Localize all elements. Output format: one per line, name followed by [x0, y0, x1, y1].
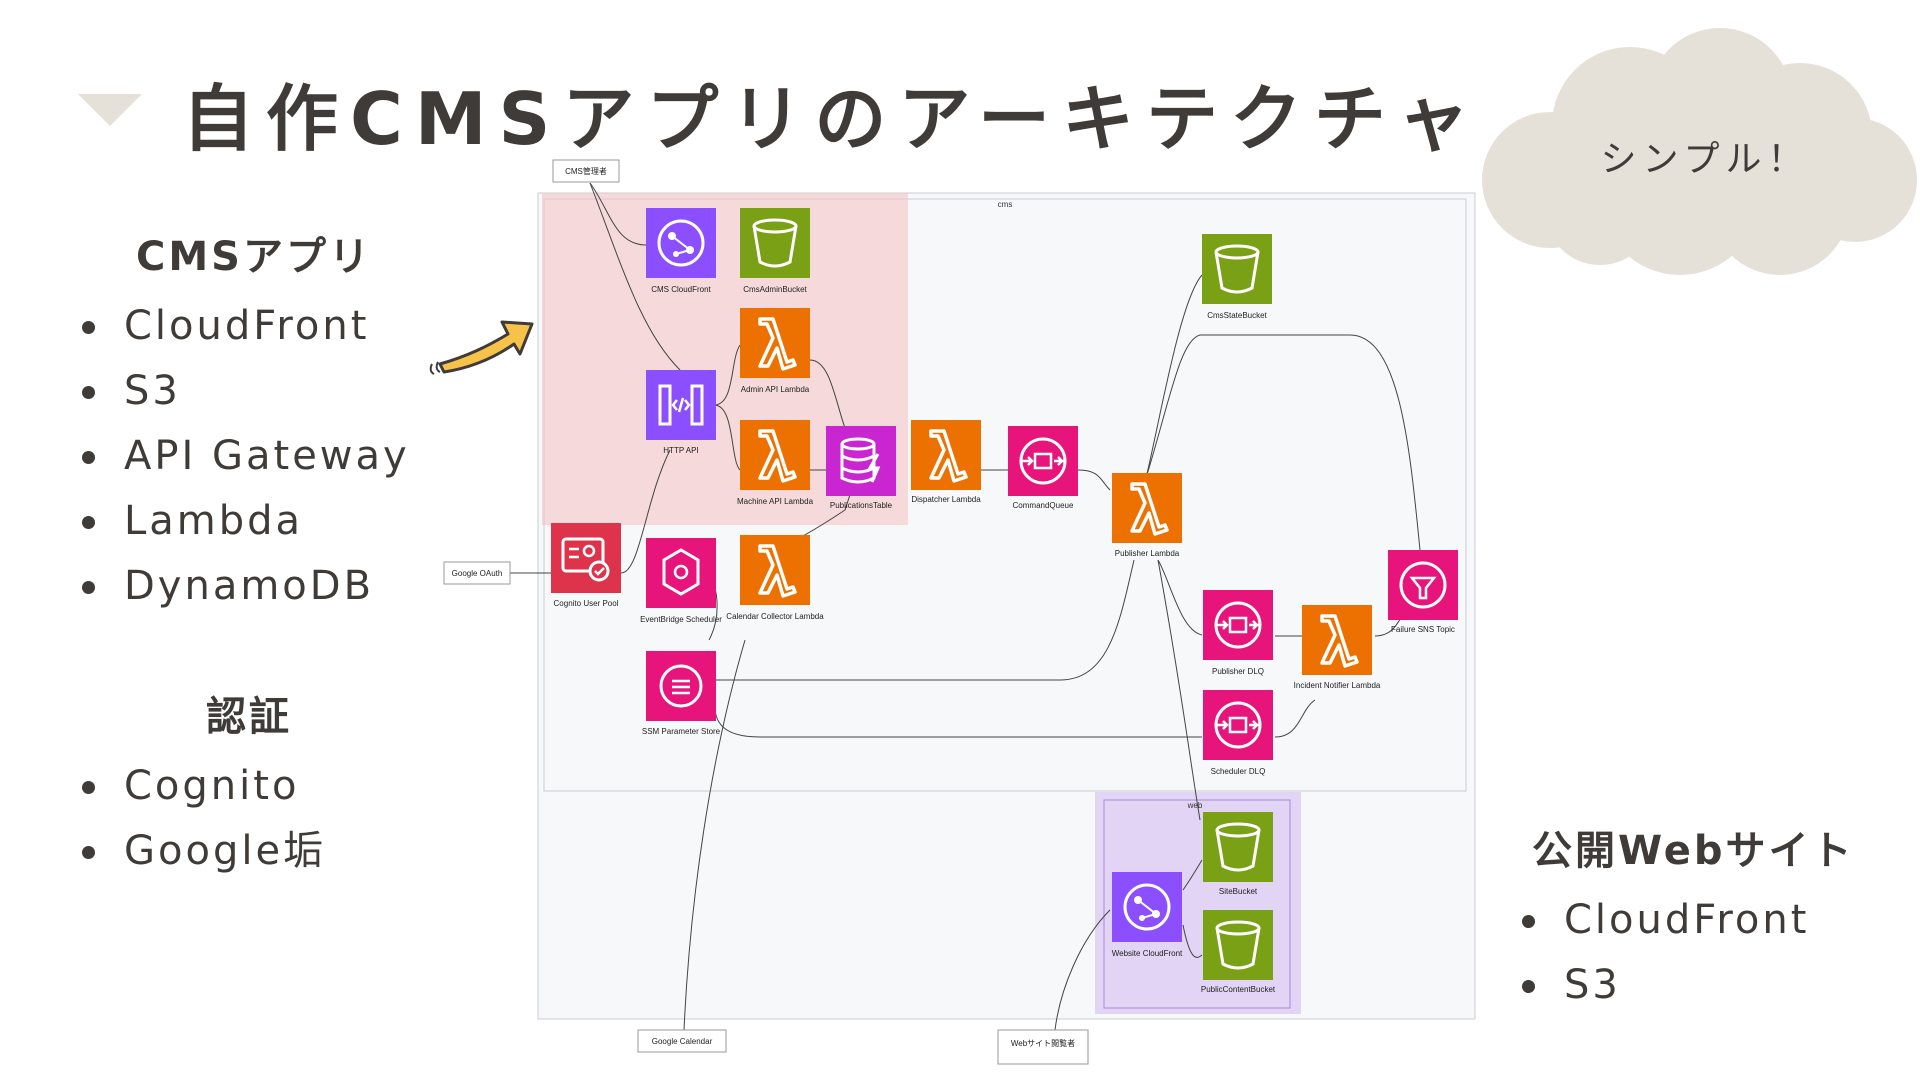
svg-text:Calendar Collector Lambda: Calendar Collector Lambda: [726, 612, 824, 621]
failure-sns-topic-node: Failure SNS Topic: [1388, 550, 1458, 634]
public-web-heading: 公開Webサイト: [1532, 828, 1855, 874]
svg-text:Webサイト閲覧者: Webサイト閲覧者: [1011, 1038, 1075, 1048]
svg-text:Publisher Lambda: Publisher Lambda: [1115, 549, 1180, 558]
svg-text:Machine API Lambda: Machine API Lambda: [737, 497, 814, 506]
auth-panel: 認証 Cognito Google垢: [82, 684, 326, 884]
svg-text:CMS CloudFront: CMS CloudFront: [651, 285, 711, 294]
cms-state-bucket-node: CmsStateBucket: [1202, 234, 1272, 320]
svg-text:Scheduler DLQ: Scheduler DLQ: [1211, 767, 1266, 776]
cognito-user-pool-node: Cognito User Pool: [551, 523, 621, 608]
cms-app-list: CloudFront S3 API Gateway Lambda DynamoD…: [82, 294, 410, 619]
http-api-node: HTTP API: [646, 370, 716, 455]
auth-list: Cognito Google垢: [82, 754, 326, 884]
svg-text:Google Calendar: Google Calendar: [652, 1037, 713, 1046]
callout-text: シンプル！: [1600, 139, 1810, 180]
command-queue-node: CommandQueue: [1008, 426, 1078, 510]
group-cms-label: cms: [998, 200, 1013, 209]
dispatcher-lambda-node: Dispatcher Lambda: [911, 420, 981, 504]
public-web-panel: 公開Webサイト CloudFront S3: [1522, 818, 1854, 1018]
svg-text:Google OAuth: Google OAuth: [452, 569, 503, 578]
svg-text:PublicationsTable: PublicationsTable: [830, 501, 893, 510]
svg-text:Incident Notifier Lambda: Incident Notifier Lambda: [1294, 681, 1381, 690]
svg-text:CMS管理者: CMS管理者: [565, 166, 607, 176]
machine-api-lambda-node: Machine API Lambda: [737, 420, 814, 506]
svg-text:Dispatcher Lambda: Dispatcher Lambda: [911, 495, 981, 504]
svg-text:PublicContentBucket: PublicContentBucket: [1201, 985, 1276, 994]
eventbridge-scheduler-node: EventBridge Scheduler: [640, 538, 722, 624]
svg-text:CmsStateBucket: CmsStateBucket: [1207, 311, 1267, 320]
external-cms-admin: CMS管理者: [552, 159, 620, 183]
ssm-parameter-store-node: SSM Parameter Store: [642, 651, 721, 736]
website-cloudfront-node: Website CloudFront: [1112, 872, 1183, 958]
svg-text:CmsAdminBucket: CmsAdminBucket: [743, 285, 807, 294]
title-triangle-icon: [78, 94, 142, 126]
list-item: API Gateway: [82, 424, 410, 489]
publications-table-node: PublicationsTable: [826, 426, 896, 510]
svg-text:SSM Parameter Store: SSM Parameter Store: [642, 727, 721, 736]
svg-text:Publisher DLQ: Publisher DLQ: [1212, 667, 1264, 676]
page-title: 自作CMSアプリのアーキテクチャ: [182, 77, 1482, 161]
publisher-dlq-node: Publisher DLQ: [1203, 590, 1273, 676]
calendar-collector-lambda-node: Calendar Collector Lambda: [726, 535, 824, 621]
list-item: Google垢: [82, 819, 326, 884]
list-item: CloudFront: [1522, 888, 1854, 953]
external-web-visitor: Webサイト閲覧者: [997, 1029, 1089, 1065]
public-web-list: CloudFront S3: [1522, 888, 1854, 1018]
list-item: CloudFront: [82, 294, 410, 359]
svg-text:Website CloudFront: Website CloudFront: [1112, 949, 1183, 958]
cms-app-heading: CMSアプリ: [136, 234, 372, 280]
public-content-bucket-node: PublicContentBucket: [1201, 910, 1276, 994]
list-item: S3: [1522, 953, 1854, 1018]
external-google-oauth: Google OAuth: [443, 561, 511, 585]
admin-api-lambda-node: Admin API Lambda: [740, 308, 810, 394]
cms-app-panel: CMSアプリ CloudFront S3 API Gateway Lambda …: [82, 224, 410, 619]
cms-cloudfront-node: CMS CloudFront: [646, 208, 716, 294]
arrow-right-icon: [429, 320, 534, 375]
svg-text:HTTP API: HTTP API: [663, 446, 698, 455]
auth-heading: 認証: [206, 694, 292, 740]
scheduler-dlq-node: Scheduler DLQ: [1203, 690, 1273, 776]
list-item: S3: [82, 359, 410, 424]
svg-text:EventBridge Scheduler: EventBridge Scheduler: [640, 615, 722, 624]
svg-text:SiteBucket: SiteBucket: [1219, 887, 1258, 896]
incident-notifier-lambda-node: Incident Notifier Lambda: [1294, 605, 1381, 690]
svg-text:Cognito User Pool: Cognito User Pool: [554, 599, 619, 608]
publisher-lambda-node: Publisher Lambda: [1112, 473, 1182, 558]
cms-admin-bucket-node: CmsAdminBucket: [740, 208, 810, 294]
svg-text:Admin API Lambda: Admin API Lambda: [741, 385, 810, 394]
svg-text:CommandQueue: CommandQueue: [1013, 501, 1074, 510]
list-item: DynamoDB: [82, 554, 410, 619]
list-item: Lambda: [82, 489, 410, 554]
site-bucket-node: SiteBucket: [1203, 812, 1273, 896]
list-item: Cognito: [82, 754, 326, 819]
svg-text:Failure SNS Topic: Failure SNS Topic: [1391, 625, 1455, 634]
external-google-calendar: Google Calendar: [637, 1029, 727, 1053]
group-web-label: web: [1187, 801, 1203, 810]
cloud-callout: [1482, 28, 1917, 275]
